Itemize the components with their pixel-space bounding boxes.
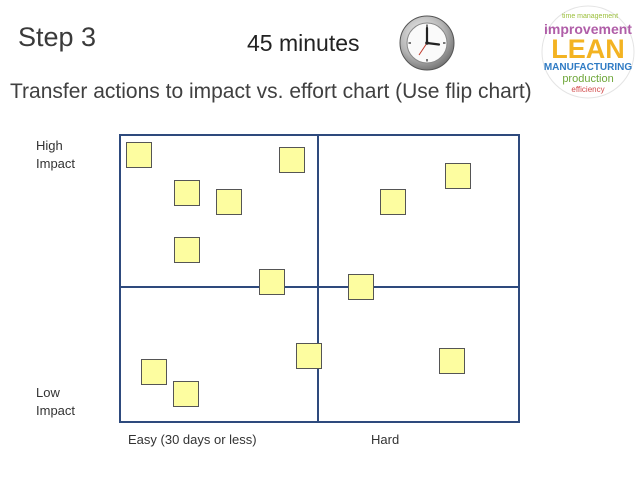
sticky-note[interactable] (259, 269, 285, 295)
sticky-note[interactable] (174, 180, 200, 206)
clock-icon (398, 14, 456, 72)
sticky-note[interactable] (348, 274, 374, 300)
badge-word: time management (562, 13, 618, 20)
sticky-note[interactable] (173, 381, 199, 407)
horizontal-divider (121, 286, 518, 288)
sticky-note[interactable] (141, 359, 167, 385)
vertical-divider (317, 136, 319, 421)
duration-label: 45 minutes (247, 30, 360, 56)
badge-word: MANUFACTURING (544, 62, 633, 73)
badge-word: efficiency (571, 85, 604, 94)
high-impact-label: High Impact (36, 138, 76, 171)
instruction-text: Transfer actions to impact vs. effort ch… (10, 80, 532, 103)
sticky-note[interactable] (296, 343, 322, 369)
badge-word: LEAN (551, 34, 625, 64)
low-impact-label: Low Impact (36, 385, 76, 418)
sticky-note[interactable] (279, 147, 305, 173)
sticky-note[interactable] (126, 142, 152, 168)
lean-manufacturing-badge: time management improvement LEAN MANUFAC… (540, 4, 636, 100)
hard-effort-label: Hard (371, 432, 400, 447)
sticky-note[interactable] (216, 189, 242, 215)
impact-effort-matrix (119, 134, 520, 423)
sticky-note[interactable] (380, 189, 406, 215)
sticky-note[interactable] (445, 163, 471, 189)
sticky-note[interactable] (174, 237, 200, 263)
sticky-note[interactable] (439, 348, 465, 374)
badge-word: improvement (544, 21, 632, 37)
easy-effort-label: Easy (30 days or less) (128, 432, 257, 447)
badge-word: production (562, 73, 613, 85)
step-title: Step 3 (18, 22, 97, 52)
